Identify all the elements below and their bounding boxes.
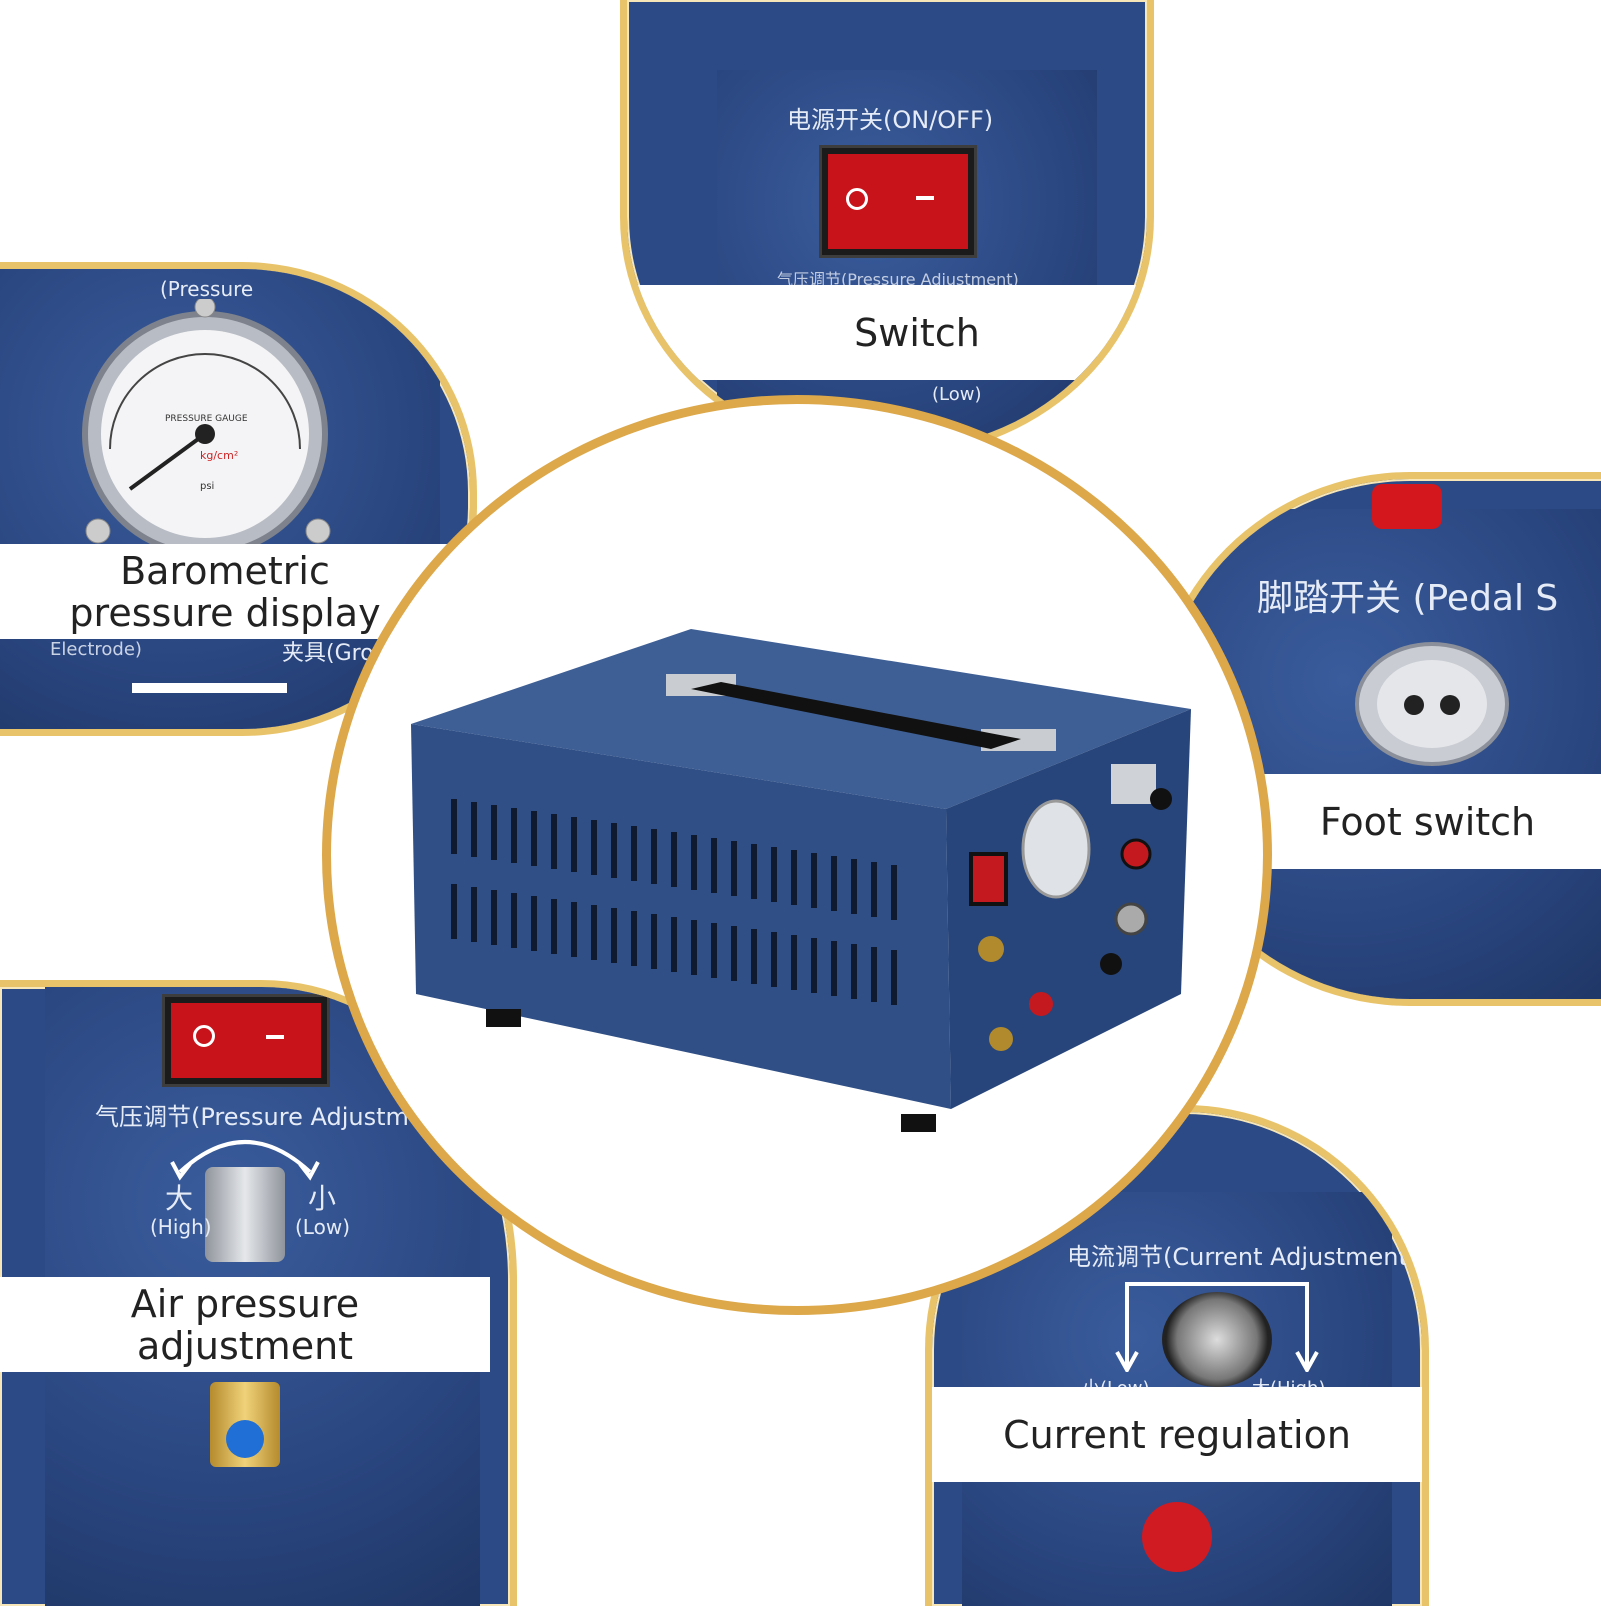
high-en-label: (High) <box>150 1215 212 1239</box>
air-fitting-icon <box>210 1382 280 1467</box>
barometric-detail-circle: (Pressure PRESSURE GAUGE kg/cm² psi Baro… <box>0 262 477 736</box>
barometric-electrode-label: Electrode) <box>50 639 142 660</box>
current-dial-icon <box>1162 1292 1272 1387</box>
low-en-label: (Low) <box>295 1215 350 1239</box>
current-detail-circle: 电流调节(Current Adjustment) 小(Low) 大(High) … <box>925 1105 1429 1606</box>
foot-switch-panel-label: 脚踏开关 (Pedal S <box>1257 578 1559 619</box>
switch-caption: Switch <box>854 310 980 355</box>
pressure-rocker-switch <box>165 997 327 1084</box>
switch-detail-circle: 电源开关(ON/OFF) 气压调节(Pressure Adjustment) S… <box>620 0 1154 457</box>
air-pressure-caption-line1: Air pressure <box>130 1281 360 1326</box>
air-pressure-caption-band: Air pressure adjustment <box>0 1277 490 1372</box>
barometric-caption-line2: pressure display <box>69 590 381 635</box>
barometric-ground-label: 夹具(Gro <box>282 641 374 666</box>
switch-low-label: (Low) <box>932 384 982 405</box>
current-caption-band: Current regulation <box>932 1387 1422 1482</box>
foot-switch-detail-circle: 脚踏开关 (Pedal S Foot switch <box>1150 472 1601 1006</box>
switch-caption-band: Switch <box>627 285 1147 380</box>
high-cn-label: 大 <box>165 1182 194 1215</box>
pressure-knob-icon <box>205 1167 285 1262</box>
air-pressure-caption-line2: adjustment <box>136 1323 354 1368</box>
barometric-top-label: (Pressure <box>160 277 254 301</box>
switch-panel <box>717 70 1097 450</box>
current-red-knob-icon <box>1142 1502 1212 1572</box>
power-rocker-switch <box>822 148 974 255</box>
current-panel-label: 电流调节(Current Adjustment) <box>1067 1243 1418 1271</box>
gauge-unit: kg/cm² <box>200 449 239 462</box>
foot-switch-caption: Foot switch <box>1319 799 1536 844</box>
current-caption: Current regulation <box>1003 1412 1351 1457</box>
barometric-caption-band: Barometric pressure display <box>0 544 450 639</box>
gauge-unit-psi: psi <box>200 481 215 492</box>
pressure-gauge-icon <box>82 299 331 557</box>
air-pressure-panel-label: 气压调节(Pressure Adjustment) <box>95 1103 458 1131</box>
barometric-white-bar <box>132 683 287 693</box>
switch-sub-label: 气压调节(Pressure Adjustment) <box>777 270 1019 289</box>
pedal-connector-icon <box>1355 642 1509 766</box>
barometric-caption-line1: Barometric <box>120 548 330 593</box>
low-cn-label: 小 <box>308 1182 337 1215</box>
gauge-title: PRESSURE GAUGE <box>165 414 248 424</box>
switch-panel-label: 电源开关(ON/OFF) <box>787 106 994 134</box>
red-knob-icon <box>1372 484 1442 529</box>
machine-center-circle <box>322 395 1272 1315</box>
welding-machine-icon <box>411 629 1191 1132</box>
current-bracket-icon <box>1115 1282 1319 1372</box>
adjust-arrows-icon <box>170 1140 320 1181</box>
